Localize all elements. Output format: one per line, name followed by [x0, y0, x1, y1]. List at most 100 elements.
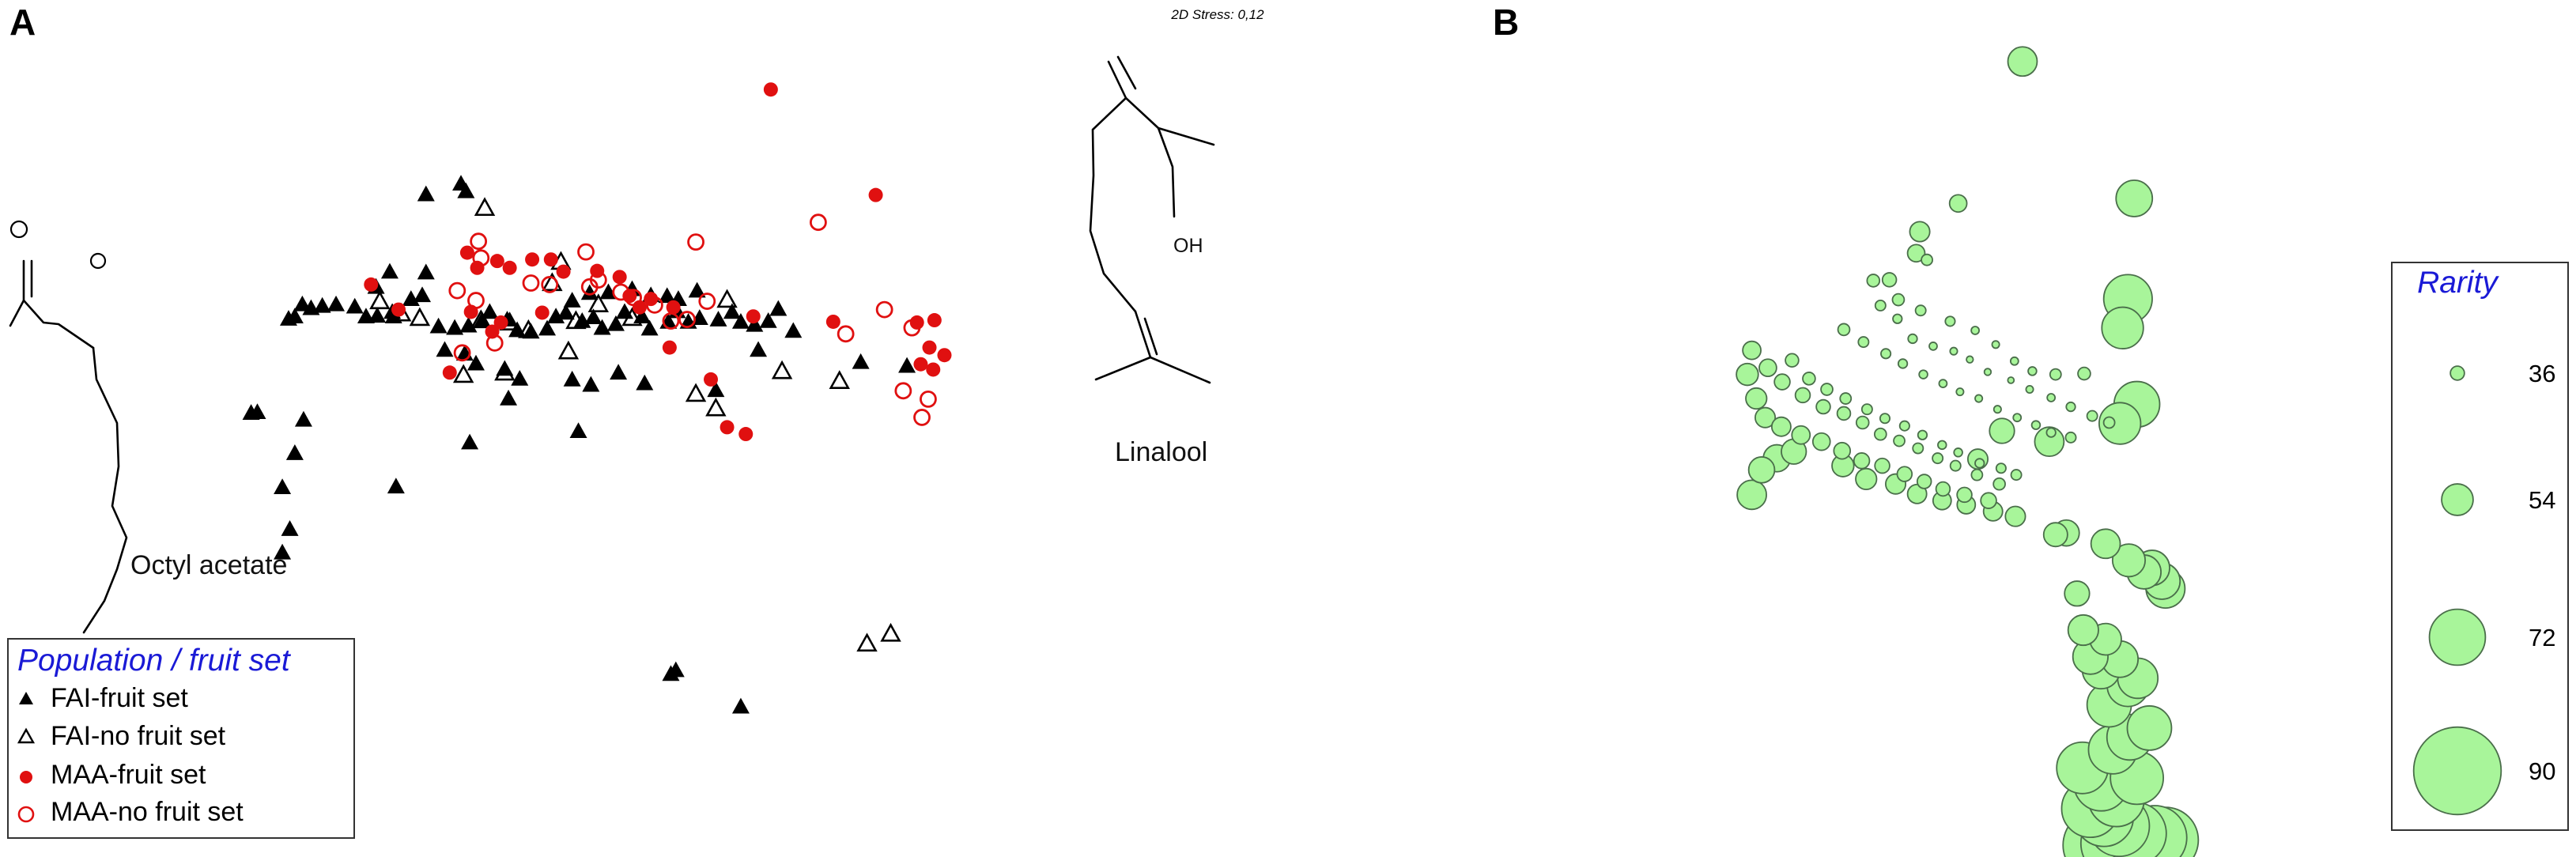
bubble-53 — [2004, 505, 2026, 527]
bubble-39 — [1747, 456, 1776, 484]
bubble-129 — [2025, 384, 2034, 395]
point-fai-fruit-set-23 — [481, 303, 499, 319]
point-fai-fruit-set-41 — [709, 311, 727, 327]
point-fai-fruit-set-43 — [731, 312, 750, 329]
bubble-93 — [1970, 468, 1984, 481]
point-fai-no-fruit-set-18 — [771, 360, 793, 379]
point-maa-no-fruit-set-22 — [913, 409, 931, 426]
bubble-25 — [2115, 179, 2154, 217]
point-fai-fruit-set-21 — [459, 316, 478, 333]
point-fai-fruit-set-74 — [569, 422, 587, 438]
bubble-55 — [1906, 483, 1928, 504]
octyl-acetate-label: Octyl acetate — [130, 550, 287, 580]
bubble-115 — [1974, 458, 1985, 469]
point-fai-no-fruit-set-9 — [565, 310, 587, 330]
linalool-label: Linalool — [1115, 437, 1207, 467]
bubble-123 — [1928, 342, 1938, 351]
point-fai-fruit-set-66 — [294, 410, 312, 427]
point-fai-no-fruit-set-21 — [880, 622, 901, 642]
bubble-112 — [1897, 358, 1909, 369]
point-maa-fruit-set-8 — [556, 264, 571, 279]
point-maa-no-fruit-set-21 — [920, 390, 937, 408]
bubble-37 — [2090, 528, 2121, 560]
bubble-121 — [1970, 326, 1980, 335]
bubble-126 — [2012, 413, 2023, 423]
bubble-125 — [1938, 379, 1948, 389]
point-maa-no-fruit-set-16 — [698, 293, 716, 310]
bubble-43 — [2064, 580, 2091, 607]
bubble-72 — [1956, 486, 1973, 504]
bubble-57 — [1742, 340, 1762, 361]
point-fai-fruit-set-4 — [279, 310, 297, 326]
bubble-82 — [1855, 415, 1870, 430]
bubble-89 — [2049, 368, 2062, 381]
bubble-124 — [2046, 393, 2057, 402]
point-fai-fruit-set-7 — [313, 296, 331, 313]
point-maa-no-fruit-set-11 — [541, 276, 559, 293]
point-maa-fruit-set-23 — [927, 313, 942, 328]
bubble-130 — [1955, 387, 1965, 397]
point-fai-fruit-set-78 — [852, 353, 870, 369]
legend-marker-maa-fruit-set — [20, 771, 32, 783]
bubble-44 — [2042, 522, 2068, 548]
point-fai-no-fruit-set-15 — [557, 340, 580, 360]
point-fai-fruit-set-68 — [274, 478, 292, 495]
point-fai-fruit-set-8 — [327, 295, 346, 311]
point-fai-no-fruit-set-13 — [452, 364, 474, 383]
bubble-51 — [1754, 406, 1777, 428]
point-maa-no-fruit-set-9 — [467, 292, 485, 309]
point-fai-fruit-set-14 — [414, 286, 432, 303]
point-fai-fruit-set-60 — [563, 370, 581, 387]
point-maa-fruit-set-28 — [720, 420, 735, 435]
point-maa-fruit-set-7 — [543, 252, 558, 267]
point-fai-no-fruit-set-6 — [470, 309, 492, 329]
bubble-67 — [1853, 452, 1871, 470]
bubble-45 — [1736, 362, 1759, 387]
panel-b-bubble-plot — [1736, 46, 2200, 857]
bubble-118 — [2030, 420, 2042, 430]
bubble-94 — [1914, 304, 1927, 317]
point-fai-fruit-set-59 — [511, 369, 529, 386]
point-maa-fruit-set-14 — [364, 277, 379, 292]
bubble-33 — [2067, 613, 2099, 647]
bubble-86 — [1873, 427, 1887, 441]
point-fai-fruit-set-65 — [242, 404, 260, 420]
bubble-98 — [2064, 431, 2077, 444]
point-maa-no-fruit-set-17 — [837, 325, 855, 343]
legend-population: Population / fruit set FAI-fruit set FAI… — [7, 638, 355, 839]
stress-annotation: 2D Stress: 0,12 — [1170, 7, 1264, 22]
bubble-66 — [1773, 373, 1791, 391]
point-fai-fruit-set-82 — [731, 697, 750, 714]
point-maa-no-fruit-set-15 — [678, 311, 696, 328]
point-maa-no-fruit-set-23 — [453, 344, 471, 362]
bubble-74 — [1815, 398, 1831, 415]
point-maa-no-fruit-set-4 — [577, 243, 595, 261]
bubble-110 — [1907, 333, 1918, 345]
point-fai-fruit-set-31 — [584, 308, 602, 324]
bubble-65 — [1833, 441, 1852, 460]
point-maa-no-fruit-set-24 — [485, 334, 504, 352]
point-fai-fruit-set-70 — [274, 543, 292, 560]
point-maa-no-fruit-set-18 — [875, 300, 893, 319]
bubble-117 — [1918, 369, 1928, 379]
bubble-64 — [1811, 432, 1831, 451]
bubble-76 — [1935, 481, 1951, 497]
bubble-81 — [1802, 372, 1816, 386]
rarity-legend-bubble-90 — [2412, 726, 2502, 816]
point-fai-no-fruit-set-0 — [474, 197, 496, 217]
point-fai-no-fruit-set-14 — [494, 361, 516, 381]
point-fai-fruit-set-75 — [750, 341, 768, 357]
point-fai-no-fruit-set-17 — [705, 397, 727, 417]
rarity-legend-bubble-54 — [2441, 483, 2474, 516]
point-maa-fruit-set-10 — [612, 270, 627, 285]
bubble-133 — [1966, 355, 1974, 364]
hydroxyl-label: OH — [1173, 235, 1203, 257]
bubble-99 — [1860, 403, 1873, 416]
point-fai-fruit-set-52 — [658, 287, 676, 304]
bubble-107 — [1898, 420, 1910, 432]
point-fai-no-fruit-set-5 — [409, 307, 431, 327]
panel-label-a: A — [9, 2, 36, 43]
bubble-103 — [1949, 459, 1962, 472]
rarity-legend-value-90: 90 — [2529, 757, 2555, 785]
